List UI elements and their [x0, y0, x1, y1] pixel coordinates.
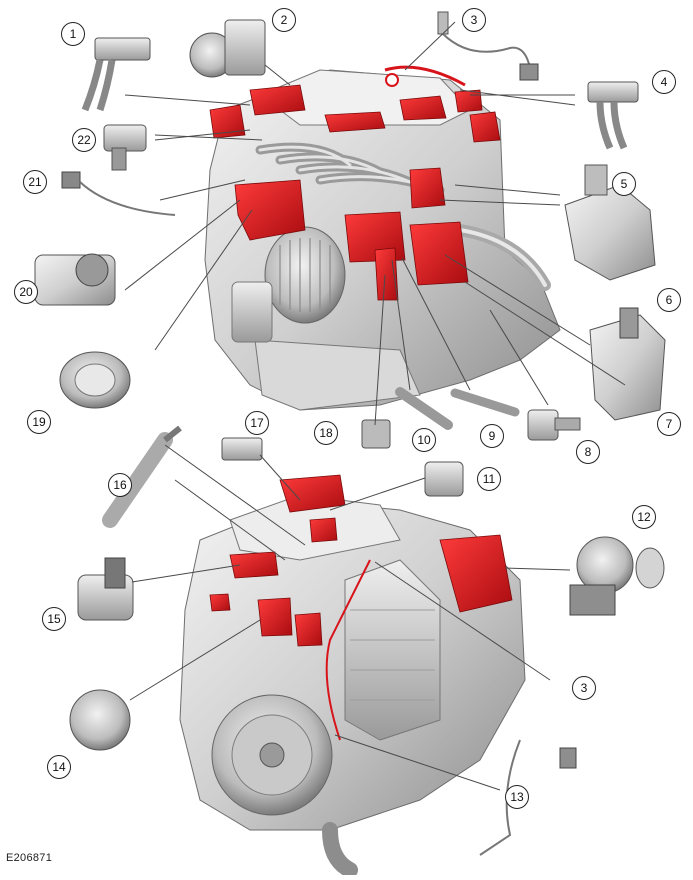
- callout-20: 20: [14, 280, 38, 304]
- part-22-sensor: [103, 124, 147, 171]
- figure-reference: E206871: [6, 852, 53, 864]
- part-18-sensor: [361, 419, 391, 449]
- callout-7: 7: [657, 412, 681, 436]
- callout-17: 17: [245, 411, 269, 435]
- callout-1: 1: [61, 22, 85, 46]
- part-2-actuator: [189, 19, 266, 78]
- part-6-7-pump: [589, 307, 666, 421]
- callout-16: 16: [108, 473, 132, 497]
- part-12-throttle: [569, 536, 665, 616]
- leader-lines: [124, 21, 626, 791]
- part-10-sensor: [395, 387, 453, 430]
- callout-14: 14: [47, 755, 71, 779]
- part-20-throttle-body: [34, 253, 116, 306]
- part-4-sensor: [587, 81, 639, 150]
- callout-18: 18: [314, 421, 338, 445]
- callout-10: 10: [412, 428, 436, 452]
- upper-engine: [204, 65, 561, 411]
- callout-15: 15: [42, 607, 66, 631]
- callout-13: 13: [505, 785, 529, 809]
- part-17-sensor: [221, 437, 263, 461]
- callout-2: 2: [272, 8, 296, 32]
- lower-engine: [179, 474, 526, 878]
- callout-5: 5: [612, 172, 636, 196]
- callout-3-lower: 3: [572, 676, 596, 700]
- part-9-sensor: [450, 388, 520, 417]
- callout-22: 22: [72, 128, 96, 152]
- part-19-flow-meter: [59, 351, 131, 409]
- part-16-injector: [102, 425, 182, 528]
- callout-11: 11: [477, 467, 501, 491]
- callout-3-upper: 3: [462, 8, 486, 32]
- callout-8: 8: [576, 440, 600, 464]
- callout-21: 21: [23, 170, 47, 194]
- callout-9: 9: [480, 424, 504, 448]
- part-3-sensor-upper: [437, 11, 539, 81]
- callout-12: 12: [632, 505, 656, 529]
- part-11-sensor: [424, 461, 464, 497]
- part-21-probe: [61, 171, 176, 216]
- callout-4: 4: [652, 70, 676, 94]
- part-1-sensor: [81, 37, 151, 112]
- callout-6: 6: [657, 288, 681, 312]
- part-5-valve: [564, 164, 656, 281]
- callout-19: 19: [27, 410, 51, 434]
- part-15-sensor: [77, 557, 134, 621]
- part-8-sensor: [527, 409, 581, 441]
- part-14-solenoid: [69, 689, 131, 751]
